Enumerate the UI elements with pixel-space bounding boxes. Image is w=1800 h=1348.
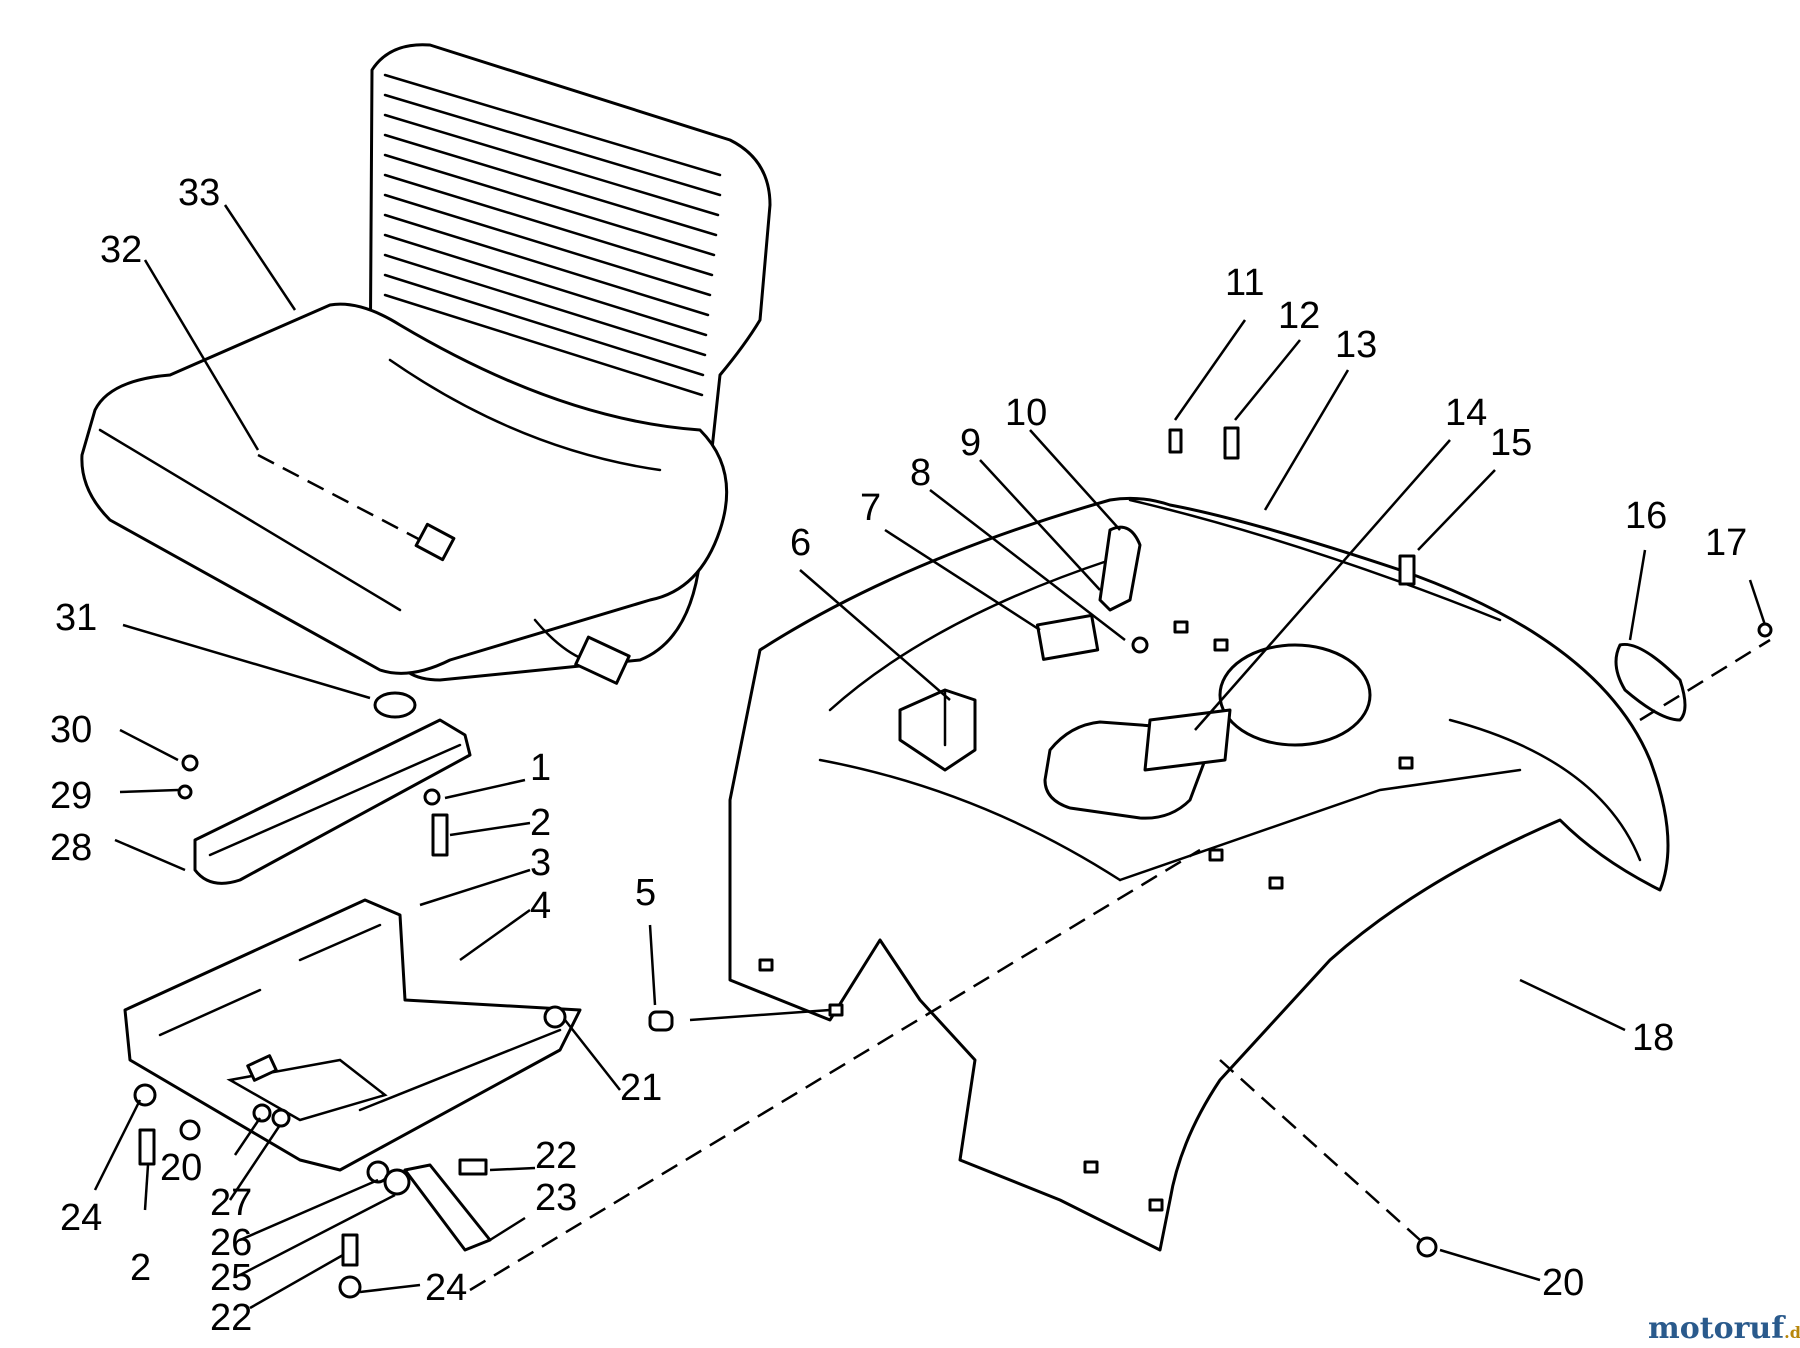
callout-27: 27 [210,1182,252,1224]
seat-switch-wire [257,453,431,547]
callout-2: 2 [530,802,551,844]
callout-25: 25 [210,1257,252,1299]
bolt-2 [179,1119,201,1141]
nut-20 [252,1103,272,1123]
watermark: motoruf.de [1648,1311,1800,1346]
callout-20-lower: 20 [160,1147,202,1189]
callout-18: 18 [1632,1017,1674,1059]
seat-hinge-bracket [193,691,472,885]
callout-22-lower: 22 [210,1297,252,1339]
leader-lines [93,204,1771,1310]
bolt-2-lower [138,1128,156,1166]
throttle-lever [1098,525,1149,654]
callout-12: 12 [1278,295,1320,337]
bolt-5 [648,1010,674,1032]
washer-24b [338,1275,362,1299]
callout-31: 31 [55,597,97,639]
seat-switch [246,1054,278,1082]
callout-32: 32 [100,229,142,271]
callout-33: 33 [178,172,220,214]
callout-22: 22 [535,1135,577,1177]
callout-15: 15 [1490,422,1532,464]
bolt-22b [341,1233,359,1267]
callout-20: 20 [1542,1262,1584,1304]
nut-20b [1416,1236,1438,1258]
callout-6: 6 [790,522,811,564]
callout-16: 16 [1625,495,1667,537]
callout-2-lower: 2 [130,1247,151,1289]
callout-9: 9 [960,422,981,464]
plate [1035,613,1100,661]
callout-4: 4 [530,885,551,927]
callout-24-lower: 24 [425,1267,467,1309]
callout-1: 1 [530,747,551,789]
callout-3: 3 [530,842,551,884]
nut-21 [543,1005,567,1029]
callout-13: 13 [1335,324,1377,366]
seat [80,43,772,685]
callout-24: 24 [60,1197,102,1239]
bolt-2-upper [431,813,449,857]
bolt-11 [1168,428,1183,454]
rear-fender [728,496,1670,1252]
callout-30: 30 [50,709,92,751]
callout-11: 11 [1225,262,1264,304]
callout-10: 10 [1005,392,1047,434]
nut-30 [181,754,199,772]
callout-29: 29 [50,775,92,817]
washer-29 [177,784,193,800]
bracket-23 [403,1163,492,1252]
callout-8: 8 [910,452,931,494]
hardware [133,426,1773,1299]
decal [1143,708,1232,772]
watermark-suffix: .de [1784,1323,1800,1342]
bolt-12 [1223,426,1240,460]
callout-14: 14 [1445,392,1487,434]
rivet-17 [1757,622,1773,638]
callout-7: 7 [860,487,881,529]
backrest-ribs [383,73,722,397]
seat-switch-plug [414,522,456,562]
washer-27 [271,1108,291,1128]
callout-numbers: 33 32 31 30 29 28 1 2 3 4 5 6 7 8 9 10 1… [50,172,1747,1339]
callout-5: 5 [635,872,656,914]
callout-21: 21 [620,1067,662,1109]
watermark-main: motoruf [1648,1311,1786,1346]
harness-connector [574,635,631,685]
bolt-15 [1398,554,1416,586]
callout-26: 26 [210,1222,252,1264]
nut-1 [423,788,441,806]
spacer-25 [383,1168,411,1196]
pivot-washer [373,691,417,719]
bolt-22a [458,1158,488,1176]
seat-stop-bracket [898,688,977,772]
fuel-cap [1614,642,1687,722]
seat-adjust-plate [123,898,582,1172]
callout-23: 23 [535,1177,577,1219]
watermark-text: motoruf.de [1648,1311,1800,1346]
seat-cutout [1218,643,1372,747]
callout-28: 28 [50,827,92,869]
callout-17: 17 [1705,522,1747,564]
knob [1131,636,1149,654]
